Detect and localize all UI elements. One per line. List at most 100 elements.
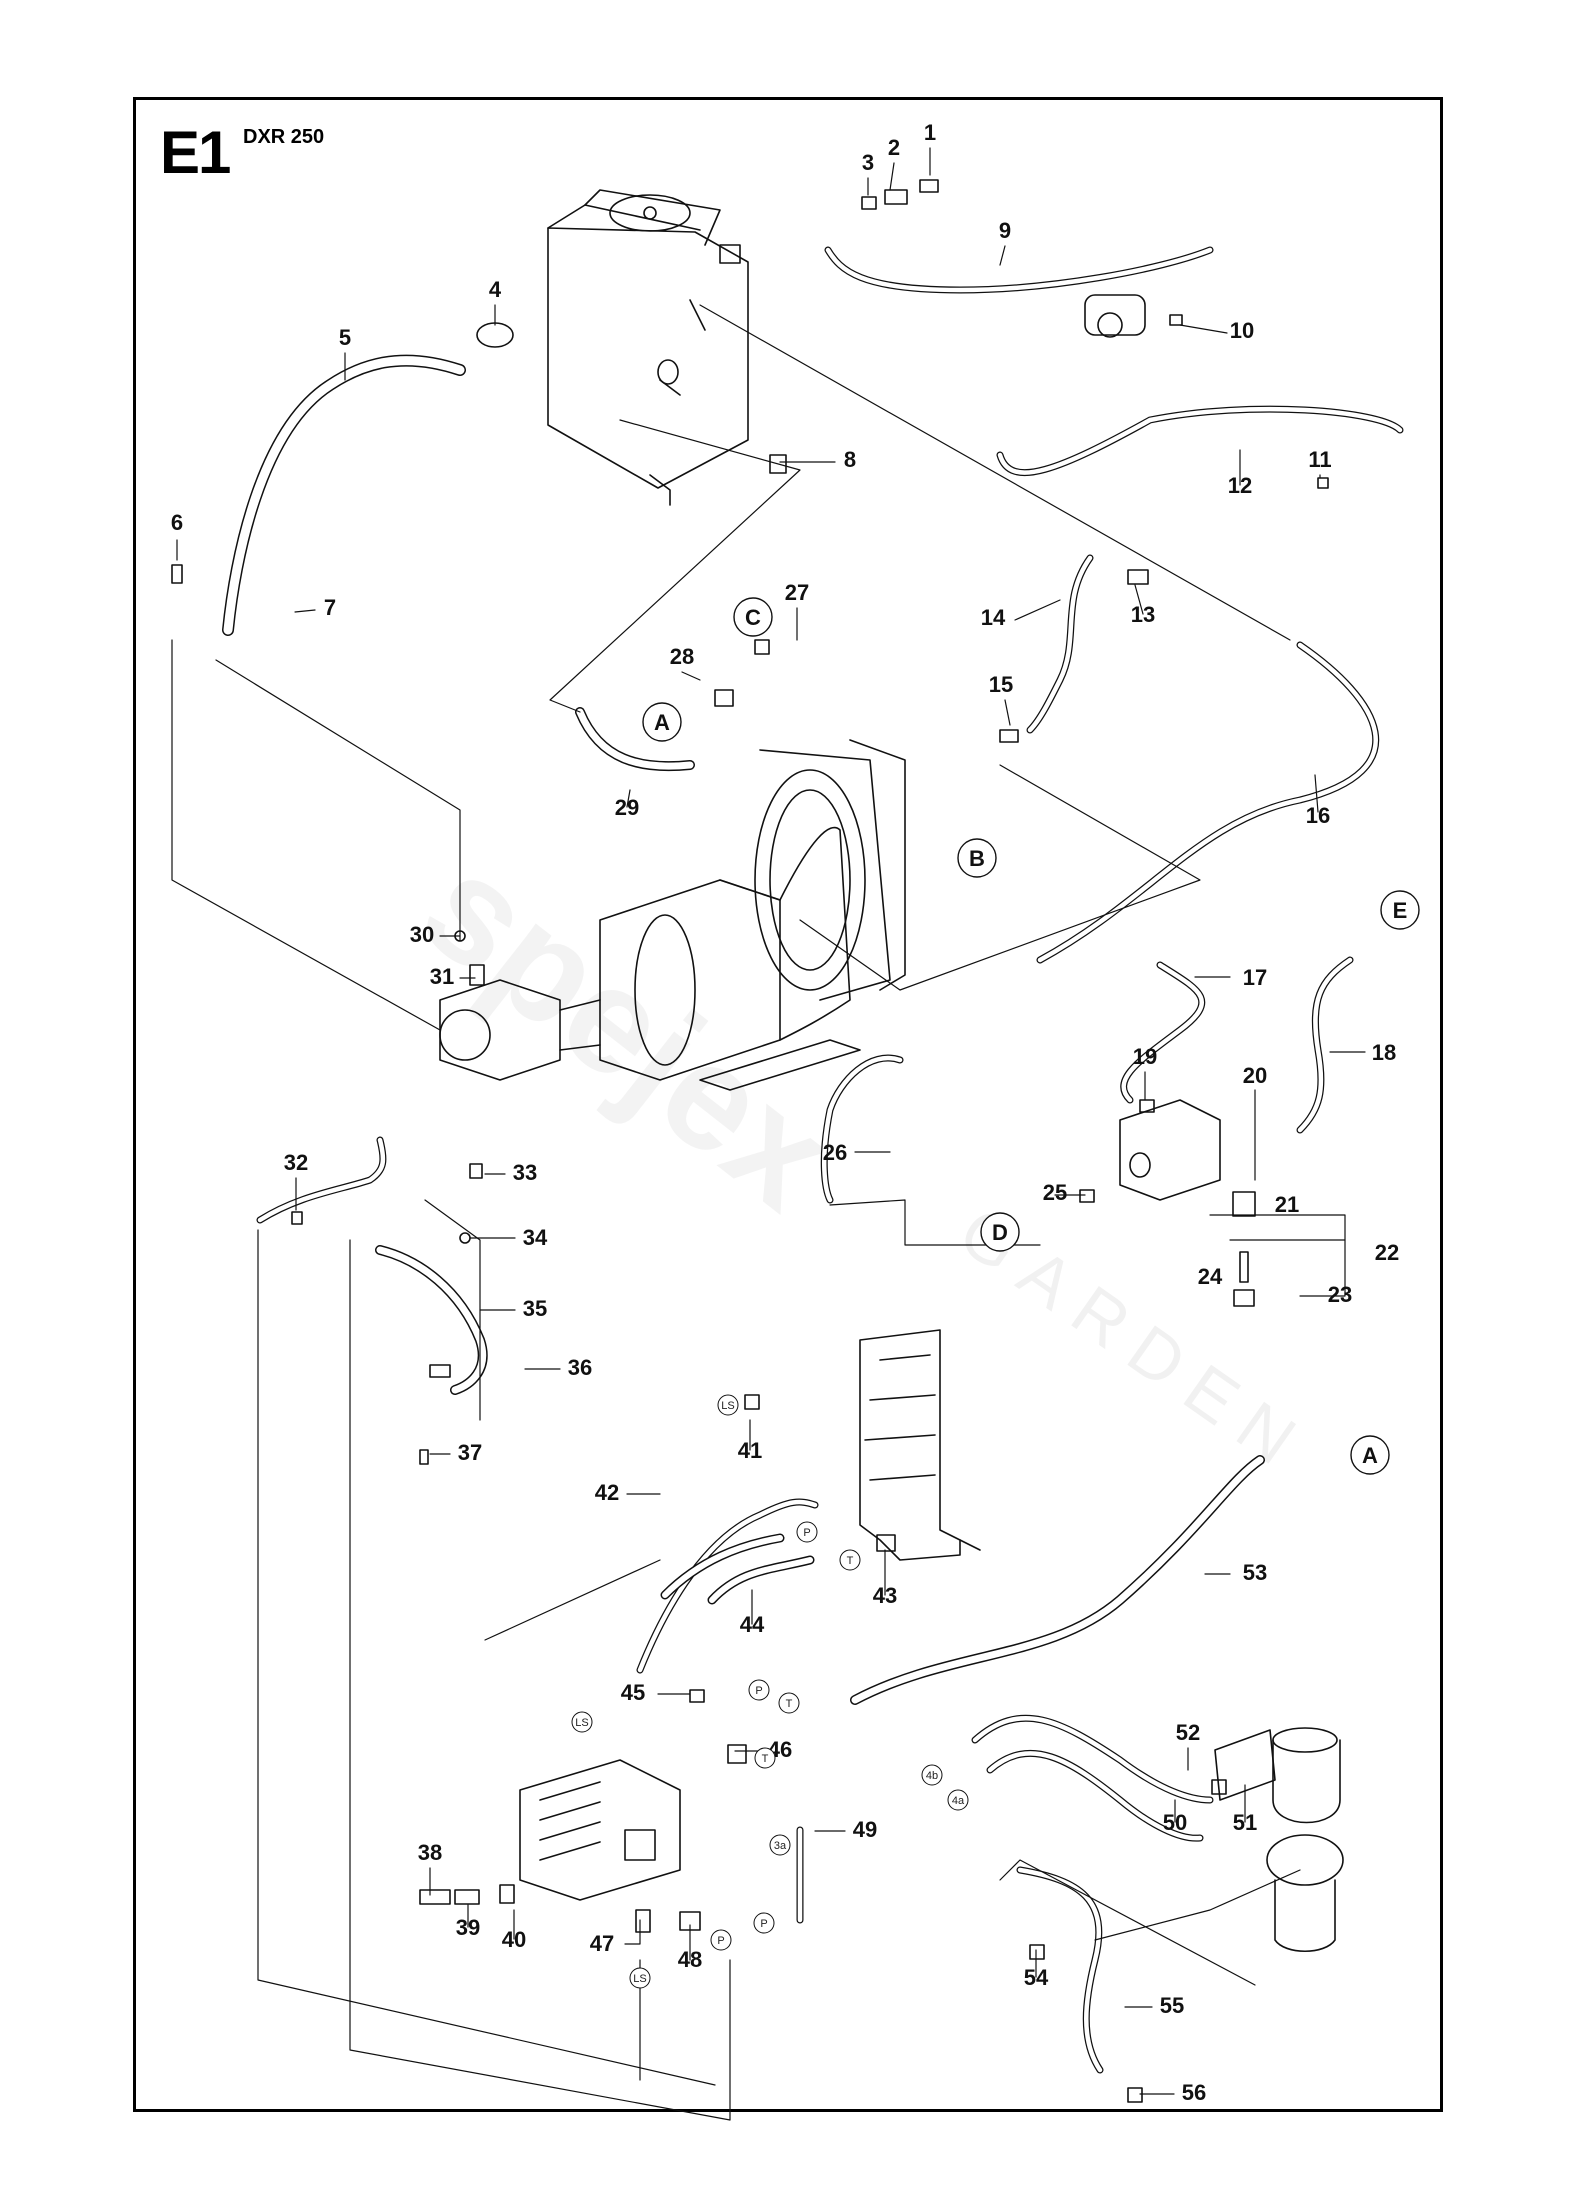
part-number-16: 16 [1306,803,1330,828]
part-number-18: 18 [1372,1040,1396,1065]
diagram-frame [133,97,1443,2112]
reference-marker-d: D [980,1212,1020,1252]
reference-marker-e: E [1380,890,1420,930]
hoses-top [222,246,1404,964]
part-number-29: 29 [615,795,639,820]
port-tag: 3a [769,1834,791,1856]
part-number-19: 19 [1133,1044,1157,1069]
svg-text:P: P [755,1685,762,1697]
part-number-50: 50 [1163,1810,1187,1835]
part-number-30: 30 [410,922,434,947]
part-number-2: 2 [888,135,900,160]
part-number-34: 34 [523,1225,548,1250]
part-number-39: 39 [456,1915,480,1940]
part-number-7: 7 [324,595,336,620]
part-number-37: 37 [458,1440,482,1465]
watermark: spejex GARDEN [394,821,1324,1489]
part-number-10: 10 [1230,318,1254,343]
part-number-40: 40 [502,1927,526,1952]
svg-text:A: A [654,710,670,735]
port-tag: 4b [921,1764,943,1786]
part-number-22: 22 [1375,1240,1399,1265]
port-tag: P [748,1679,770,1701]
valve-mid-right [1119,1099,1256,1307]
svg-text:P: P [717,1935,724,1947]
svg-text:LS: LS [575,1717,588,1729]
watermark-brand: spejex [394,821,865,1241]
reference-marker-a: A [642,702,682,742]
part-number-8: 8 [844,447,856,472]
electric-motor-pump [439,739,906,1091]
part-number-51: 51 [1233,1810,1257,1835]
part-number-31: 31 [430,964,454,989]
port-tag: LS [717,1394,739,1416]
svg-text:LS: LS [633,1973,646,1985]
part-number-26: 26 [823,1140,847,1165]
svg-text:E: E [1393,898,1408,923]
port-tag: T [839,1549,861,1571]
port-tag: 4a [947,1789,969,1811]
reference-marker-b: B [957,838,997,878]
hydraulic-tank [547,189,749,506]
port-tag: T [778,1692,800,1714]
part-number-36: 36 [568,1355,592,1380]
reference-marker-a: A [1350,1435,1390,1475]
part-number-6: 6 [171,510,183,535]
leader-lines [176,147,1366,2095]
svg-text:C: C [745,605,761,630]
svg-text:T: T [786,1698,793,1710]
part-number-52: 52 [1176,1720,1200,1745]
part-number-15: 15 [989,672,1013,697]
svg-text:T: T [762,1753,769,1765]
port-tag: P [753,1912,775,1934]
part-number-20: 20 [1243,1063,1267,1088]
part-number-44: 44 [740,1612,765,1637]
part-number-13: 13 [1131,602,1155,627]
part-number-24: 24 [1198,1264,1223,1289]
fittings [171,179,1329,2103]
valve-block-lower [519,1759,681,1901]
part-number-35: 35 [523,1296,547,1321]
part-number-56: 56 [1182,2080,1206,2105]
part-number-54: 54 [1024,1965,1049,1990]
svg-text:T: T [847,1555,854,1567]
part-number-11: 11 [1308,447,1331,472]
port-tag: T [754,1747,776,1769]
port-tag: P [796,1521,818,1543]
part-number-25: 25 [1043,1180,1067,1205]
svg-text:P: P [760,1918,767,1930]
part-number-48: 48 [678,1947,702,1972]
port-tag: LS [629,1967,651,1989]
port-tag: LS [571,1711,593,1733]
part-number-14: 14 [981,605,1006,630]
part-number-23: 23 [1328,1282,1352,1307]
part-number-4: 4 [489,277,502,302]
part-number-labels: 1234567891011121314151617181920212223242… [171,120,1399,2105]
part-number-43: 43 [873,1583,897,1608]
model-name: DXR 250 [243,126,325,148]
part-number-47: 47 [590,1931,614,1956]
svg-text:P: P [803,1527,810,1539]
svg-text:LS: LS [721,1400,734,1412]
routing-lines [171,304,1346,2121]
svg-text:4a: 4a [952,1795,965,1807]
svg-text:A: A [1362,1443,1378,1468]
port-tag: P [710,1929,732,1951]
part-number-21: 21 [1275,1192,1299,1217]
svg-text:4b: 4b [926,1770,938,1782]
part-number-41: 41 [738,1438,762,1463]
part-number-53: 53 [1243,1560,1267,1585]
part-number-17: 17 [1243,965,1267,990]
svg-text:B: B [969,846,985,871]
part-number-45: 45 [621,1680,645,1705]
svg-text:3a: 3a [774,1840,787,1852]
part-number-9: 9 [999,218,1011,243]
part-number-33: 33 [513,1160,537,1185]
part-number-42: 42 [595,1480,619,1505]
part-number-49: 49 [853,1817,877,1842]
part-number-28: 28 [670,644,694,669]
part-number-1: 1 [924,120,936,145]
part-number-32: 32 [284,1150,308,1175]
